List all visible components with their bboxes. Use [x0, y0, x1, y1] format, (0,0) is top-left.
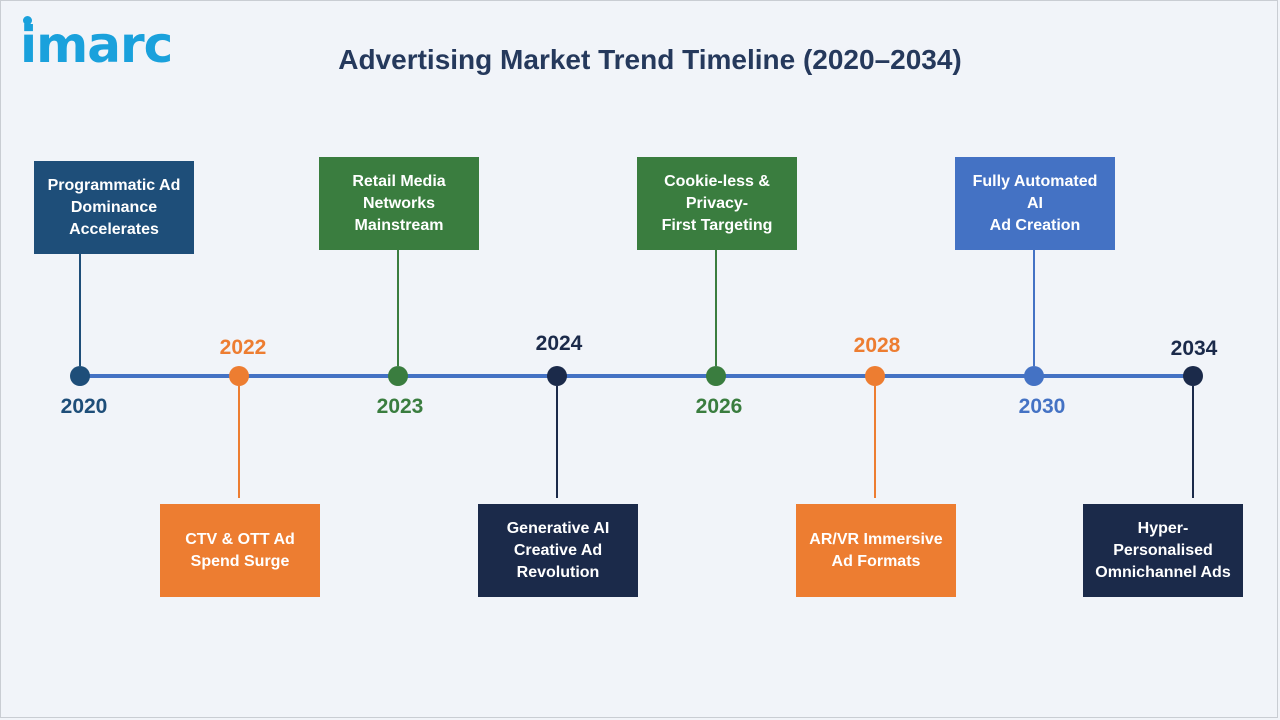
milestone-box-2024: Generative AI Creative Ad Revolution — [478, 504, 638, 597]
timeline-node-2026 — [706, 366, 726, 386]
milestone-box-2020: Programmatic Ad Dominance Accelerates — [34, 161, 194, 254]
connector-2026 — [715, 250, 717, 366]
connector-2024 — [556, 386, 558, 498]
connector-2020 — [79, 253, 81, 366]
timeline-axis — [80, 374, 1193, 378]
year-label-2024: 2024 — [535, 332, 583, 355]
timeline-node-2023 — [388, 366, 408, 386]
logo-dot — [23, 16, 32, 25]
connector-2028 — [874, 386, 876, 498]
milestone-box-2034: Hyper- Personalised Omnichannel Ads — [1083, 504, 1243, 597]
year-label-2034: 2034 — [1170, 337, 1218, 360]
year-label-2026: 2026 — [695, 395, 743, 418]
year-label-2022: 2022 — [219, 336, 267, 359]
year-label-2028: 2028 — [853, 334, 901, 357]
connector-2022 — [238, 386, 240, 498]
timeline-node-2034 — [1183, 366, 1203, 386]
milestone-box-2023: Retail Media Networks Mainstream — [319, 157, 479, 250]
connector-2023 — [397, 250, 399, 366]
year-label-2020: 2020 — [60, 395, 108, 418]
milestone-box-2028: AR/VR Immersive Ad Formats — [796, 504, 956, 597]
timeline-node-2022 — [229, 366, 249, 386]
timeline-node-2030 — [1024, 366, 1044, 386]
milestone-box-2022: CTV & OTT Ad Spend Surge — [160, 504, 320, 597]
connector-2034 — [1192, 386, 1194, 498]
milestone-box-2026: Cookie-less & Privacy- First Targeting — [637, 157, 797, 250]
connector-2030 — [1033, 250, 1035, 366]
timeline-node-2028 — [865, 366, 885, 386]
imarc-logo: imarc — [20, 16, 173, 74]
milestone-box-2030: Fully Automated AI Ad Creation — [955, 157, 1115, 250]
year-label-2023: 2023 — [376, 395, 424, 418]
page-title: Advertising Market Trend Timeline (2020–… — [338, 44, 962, 75]
timeline-node-2024 — [547, 366, 567, 386]
year-label-2030: 2030 — [1018, 395, 1066, 418]
timeline-node-2020 — [70, 366, 90, 386]
